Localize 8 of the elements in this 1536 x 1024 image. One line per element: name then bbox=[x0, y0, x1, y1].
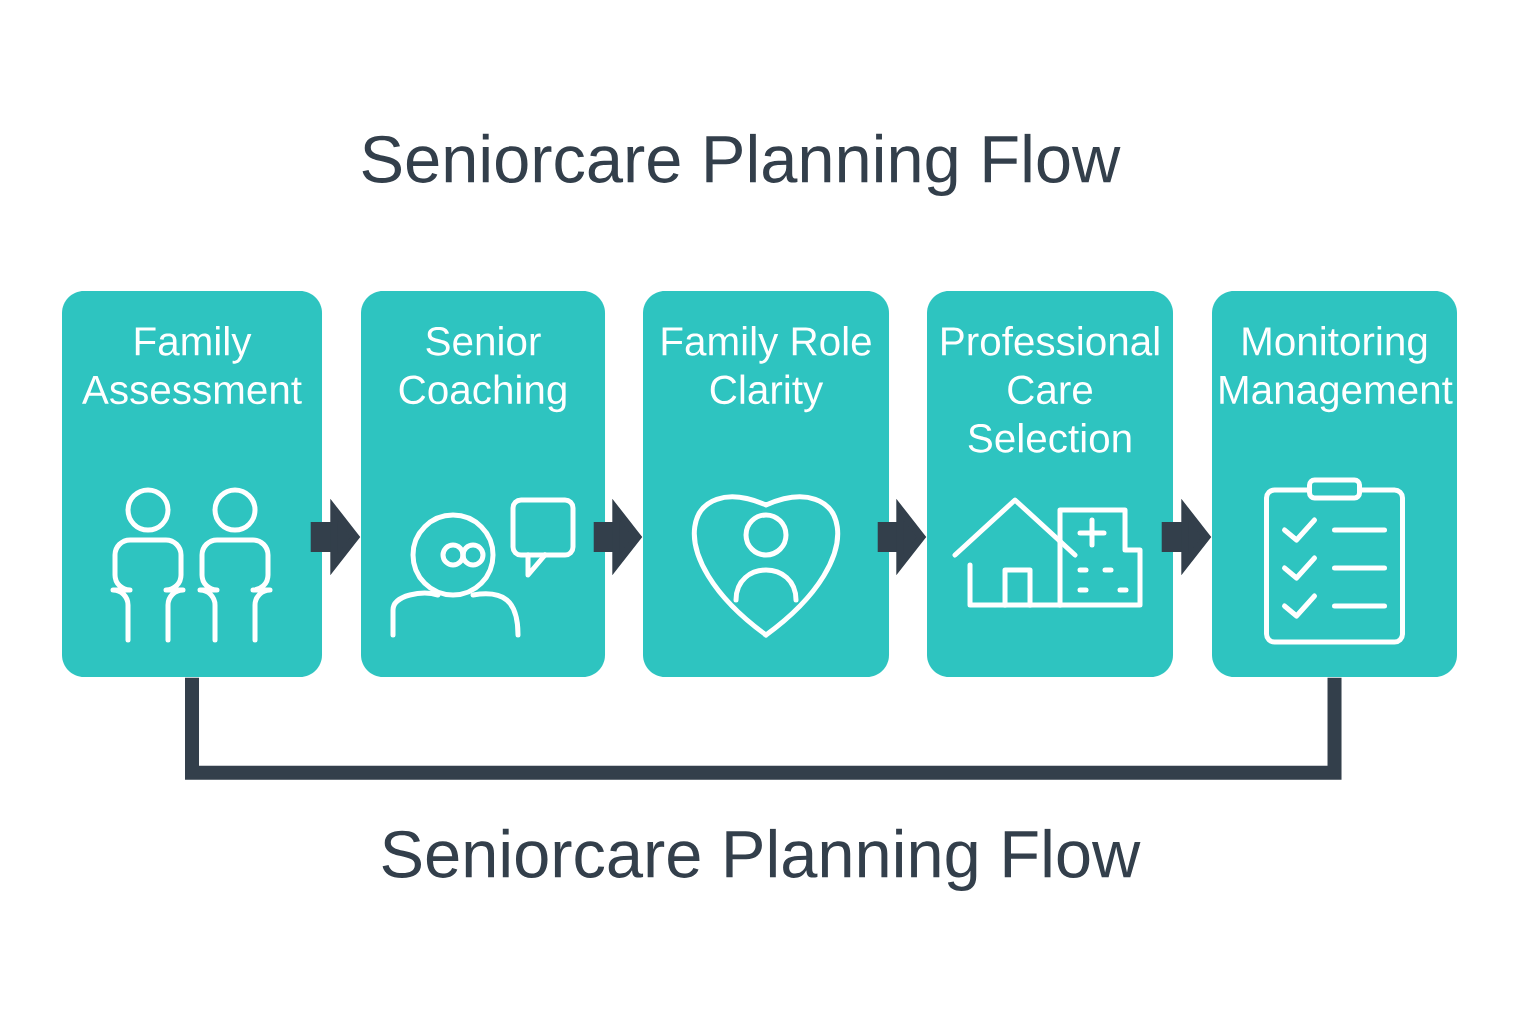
title: Seniorcare Planning Flow bbox=[362, 133, 1121, 197]
process-box: Family Assessment bbox=[62, 291, 322, 677]
process-box: Senior Coaching bbox=[361, 291, 605, 677]
caption: Seniorcare Planning Flow bbox=[382, 828, 1141, 892]
process-box: Monitoring Management bbox=[1212, 291, 1457, 677]
connector-line bbox=[185, 677, 1342, 780]
process-box: Family Role Clarity bbox=[643, 291, 889, 677]
process-box: Professional Care Selection bbox=[927, 291, 1173, 677]
